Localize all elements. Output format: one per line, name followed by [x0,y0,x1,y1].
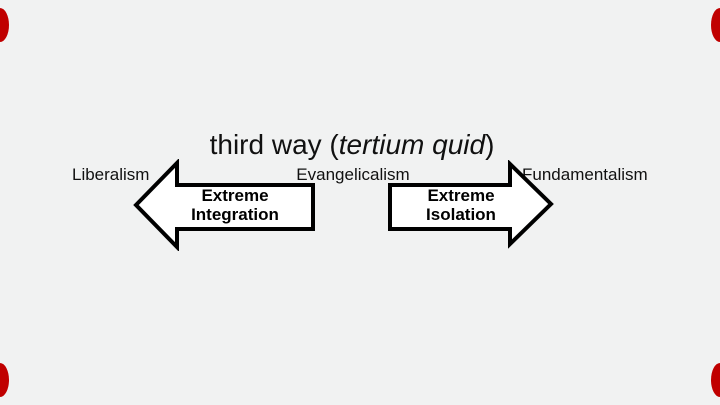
right-arrow-text: Extreme Isolation [400,186,522,224]
corner-mark-top-left [0,8,9,42]
left-arrow-shape [133,159,315,251]
title-prefix: third way ( [209,129,339,160]
corner-mark-top-right [711,8,720,42]
right-arrow-shape [388,160,554,249]
left-arrow-line2: Integration [191,205,279,224]
slide-title: third way (tertium quid) [0,128,704,162]
right-arrow-line1: Extreme [427,186,495,205]
title-emphasis-italic: tertium quid [338,129,486,160]
title-suffix: ) [485,129,495,160]
label-fundamentalism: Fundamentalism [522,165,648,184]
right-arrow-line2: Isolation [426,205,496,224]
left-arrow-polygon [133,159,315,251]
corner-mark-bottom-right [711,363,720,397]
right-arrow-polygon [388,160,554,249]
left-arrow-line1: Extreme [201,186,269,205]
label-liberalism: Liberalism [72,165,150,184]
label-evangelicalism: Evangelicalism [296,165,410,184]
corner-mark-bottom-left [0,363,9,397]
left-arrow-text: Extreme Integration [170,186,300,224]
